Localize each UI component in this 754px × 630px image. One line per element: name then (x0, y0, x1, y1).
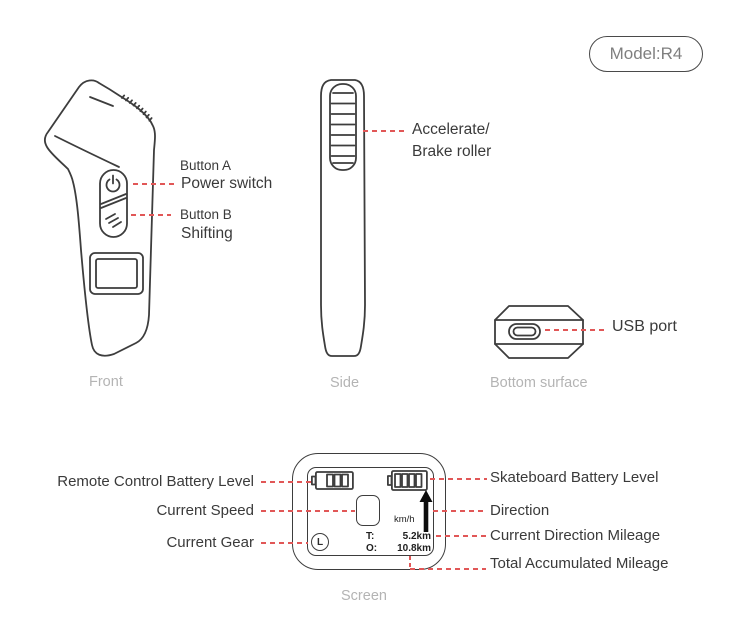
front-screen-outer (89, 252, 144, 295)
gear-indicator: L (311, 533, 329, 551)
leader-power-switch (133, 183, 175, 185)
usb-port-inner (512, 326, 537, 337)
bottom-edge-lines (494, 319, 584, 345)
total-accumulated-mileage-label: Total Accumulated Mileage (490, 555, 669, 572)
leader-roller (363, 130, 405, 132)
trip-value: 5.2km (402, 531, 431, 542)
button-panel (99, 169, 128, 238)
leader-skateboard-battery (430, 478, 487, 480)
leader-remote-battery (261, 481, 311, 483)
button-divider (100, 193, 127, 209)
skateboard-battery-icon (387, 470, 428, 491)
leader-current-speed (261, 510, 355, 512)
remote-battery-icon (311, 471, 354, 490)
front-caption: Front (89, 374, 123, 390)
leader-total-mileage-vertical (409, 556, 411, 570)
front-view-drawing (43, 79, 156, 357)
side-body-outline (320, 79, 366, 357)
roller-ribs (330, 92, 356, 164)
current-gear-label: Current Gear (166, 534, 254, 551)
power-icon (105, 174, 121, 193)
front-roller-teeth (121, 94, 153, 122)
remote-battery-label: Remote Control Battery Level (57, 473, 254, 490)
roller-label-line2: Brake roller (412, 143, 492, 160)
screen-caption: Screen (341, 588, 387, 604)
front-head-detail-line (89, 96, 114, 107)
usb-port-label: USB port (612, 318, 677, 335)
front-screen-inner (95, 258, 138, 289)
leader-direction (433, 510, 487, 512)
shifting-label: Shifting (181, 225, 233, 242)
model-badge: Model:R4 (589, 36, 703, 72)
model-badge-label: Model:R4 (609, 44, 683, 63)
roller-icon (329, 83, 357, 171)
direction-label: Direction (490, 502, 550, 519)
leader-shifting (131, 214, 171, 216)
side-caption: Side (330, 375, 360, 391)
button-a-label: Button A (180, 158, 232, 173)
skateboard-battery-label: Skateboard Battery Level (490, 469, 659, 486)
bottom-caption: Bottom surface (490, 375, 588, 391)
odometer-value: 10.8km (397, 543, 431, 554)
front-body-outline (43, 79, 156, 357)
speed-unit-label: km/h (394, 514, 415, 525)
roller-label-line1: Accelerate/ (412, 121, 490, 138)
button-b-label: Button B (180, 207, 232, 222)
usb-port-icon (508, 323, 541, 340)
side-view-drawing (320, 79, 366, 357)
direction-arrow-icon (419, 490, 433, 532)
leader-current-direction-mileage (436, 535, 487, 537)
power-switch-label: Power switch (181, 175, 273, 192)
gear-letter: L (316, 536, 324, 548)
leader-usb-port (545, 329, 605, 331)
front-collar-line (54, 135, 120, 168)
current-direction-mileage-label: Current Direction Mileage (490, 527, 661, 544)
leader-current-gear (261, 542, 308, 544)
bottom-body-outline (494, 305, 584, 359)
trip-label: T: (366, 531, 375, 542)
roller-label: Accelerate/ Brake roller (412, 119, 491, 163)
speed-display-box (356, 495, 380, 526)
bottom-view-drawing (494, 305, 584, 359)
current-speed-label: Current Speed (156, 502, 254, 519)
odometer-label: O: (366, 543, 378, 554)
leader-total-mileage (410, 568, 486, 570)
shift-icon (105, 213, 122, 228)
